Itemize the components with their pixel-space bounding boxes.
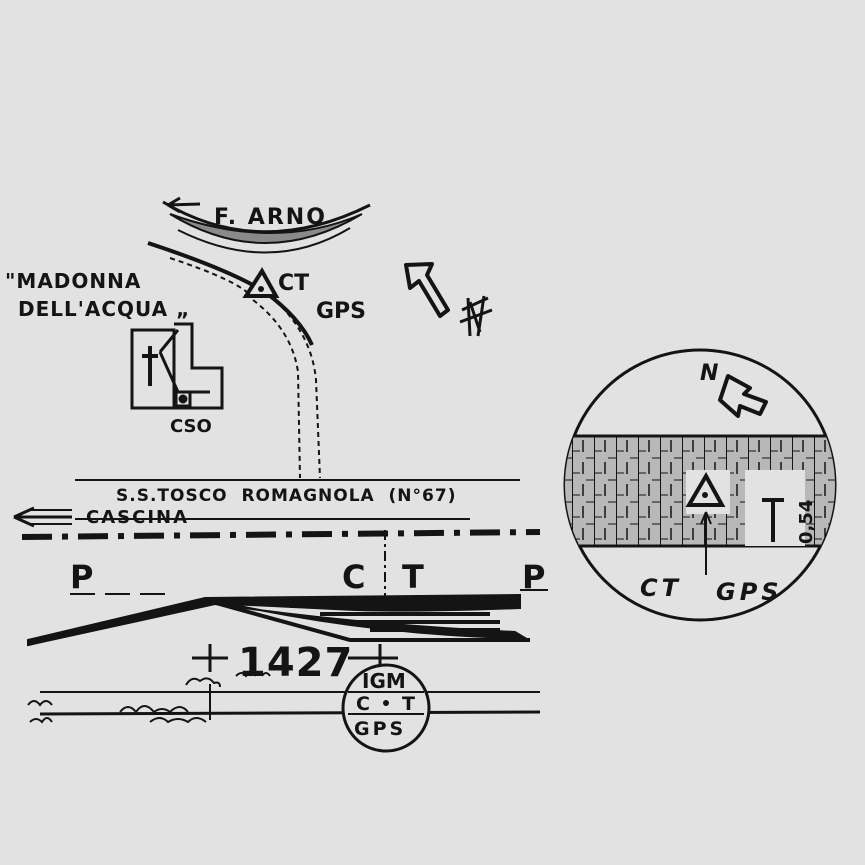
river-label: F. ARNO: [214, 205, 327, 230]
igm-label: IGM: [362, 669, 406, 693]
station-gps-label: GPS: [316, 299, 366, 324]
circle-gps-label: GPS: [354, 718, 406, 740]
inset-distance-label: 0,54: [796, 500, 817, 544]
benchmark-number: 1427: [238, 640, 353, 686]
profile-p-right-label: P: [522, 558, 545, 596]
detail-inset: N 0,54 CT GPS: [563, 348, 837, 622]
river-flow-arrow-icon: [167, 196, 201, 214]
church-madonna-dell-acqua: "MADONNA DELL'ACQUA „ CSO: [5, 269, 224, 437]
state-road: [75, 479, 520, 520]
boundary-line: [21, 529, 541, 540]
inset-triangle-marker-icon: [685, 471, 726, 507]
station-marker: CT GPS: [242, 267, 366, 324]
circle-c-label: C: [356, 693, 370, 715]
direction-town-label: CASCINA: [86, 507, 189, 528]
north-arrow-icon: [404, 262, 450, 318]
church-icon: [130, 322, 224, 410]
inset-north-arrow-icon: [718, 374, 768, 418]
lower-road: [39, 684, 541, 720]
inset-gps-label: GPS: [716, 578, 783, 606]
river-arno: F. ARNO: [162, 196, 371, 254]
chimney-label: CSO: [170, 416, 212, 437]
station-ct-label: CT: [278, 271, 309, 296]
road-name-label: S.S.TOSCO ROMAGNOLA (N°67): [116, 486, 456, 506]
inset-north-label: N: [700, 361, 718, 386]
profile-p-left-label: P: [70, 558, 93, 596]
inset-t-mark: [762, 498, 784, 542]
church-name-line2: DELL'ACQUA „: [18, 297, 190, 321]
benchmark: 1427: [192, 640, 398, 686]
profile-section: P C T P: [27, 530, 548, 647]
profile-t-label: T: [402, 558, 424, 596]
direction-arrow-icon: [13, 506, 72, 528]
triangle-marker-icon: [242, 267, 280, 298]
circle-t-label: T: [402, 693, 415, 715]
north-symbol-icon: [459, 295, 493, 337]
church-name-line1: "MADONNA: [5, 269, 141, 293]
vegetation: [27, 672, 271, 724]
profile-c-label: C: [342, 558, 365, 596]
igm-circle: IGM C T GPS: [341, 663, 431, 753]
embankment-hatching: [230, 598, 500, 632]
inset-ct-label: CT: [640, 574, 682, 602]
